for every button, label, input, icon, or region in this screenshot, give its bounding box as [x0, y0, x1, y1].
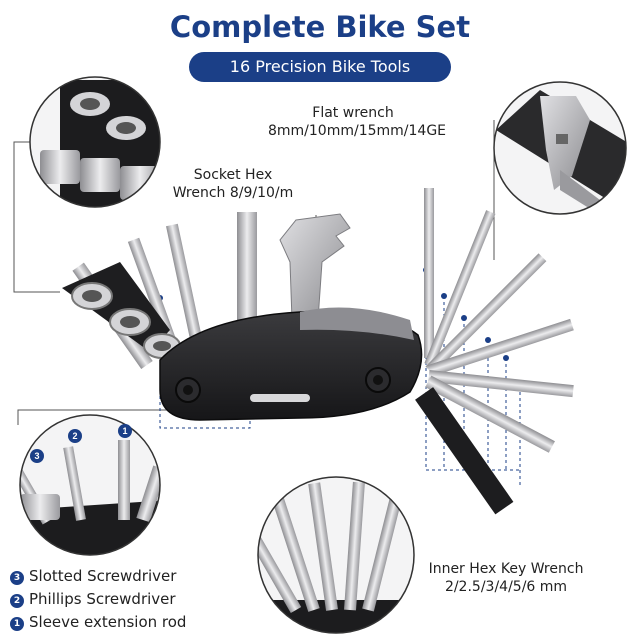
legend-number-2: 2	[10, 594, 24, 608]
flat-wrench-label: Flat wrench 8mm/10mm/15mm/14GE	[268, 104, 447, 140]
inset-flat-wrench	[493, 81, 627, 215]
badge-2: 2	[68, 429, 82, 443]
legend-text: Sleeve extension rod	[29, 613, 187, 631]
legend-item: 1 Sleeve extension rod	[10, 612, 186, 632]
inner-hex-label-line2: 2/2.5/3/4/5/6 mm	[444, 579, 568, 595]
inset-screwdrivers	[19, 414, 161, 556]
legend-item: 2 Phillips Screwdriver	[10, 589, 176, 609]
legend-number-1: 1	[10, 617, 24, 631]
inner-hex-label: Inner Hex Key Wrench 2/2.5/3/4/5/6 mm	[408, 560, 604, 596]
hex-keys	[415, 188, 574, 515]
inset-sockets	[29, 76, 161, 208]
legend-text: Slotted Screwdriver	[29, 567, 177, 585]
legend-text: Phillips Screwdriver	[29, 590, 176, 608]
subtitle-badge: 16 Precision Bike Tools	[189, 52, 451, 82]
flat-wrench-label-line1: Flat wrench	[312, 105, 394, 121]
inner-hex-label-line1: Inner Hex Key Wrench	[428, 561, 584, 577]
socket-hex-label: Socket Hex Wrench 8/9/10/m	[168, 166, 298, 202]
sockets	[62, 262, 181, 359]
badge-1: 1	[118, 424, 132, 438]
legend-number-3: 3	[10, 571, 24, 585]
legend-item: 3 Slotted Screwdriver	[10, 566, 176, 586]
flat-wrench-label-line2: 8mm/10mm/15mm/14GE	[268, 123, 447, 139]
badge-3: 3	[30, 449, 44, 463]
page-title: Complete Bike Set	[169, 10, 471, 44]
socket-hex-label-line1: Socket Hex	[193, 167, 273, 183]
tool-body	[159, 310, 423, 421]
flat-wrench	[279, 213, 351, 321]
socket-hex-label-line2: Wrench 8/9/10/m	[172, 185, 294, 201]
inset-hex-keys	[257, 476, 415, 634]
